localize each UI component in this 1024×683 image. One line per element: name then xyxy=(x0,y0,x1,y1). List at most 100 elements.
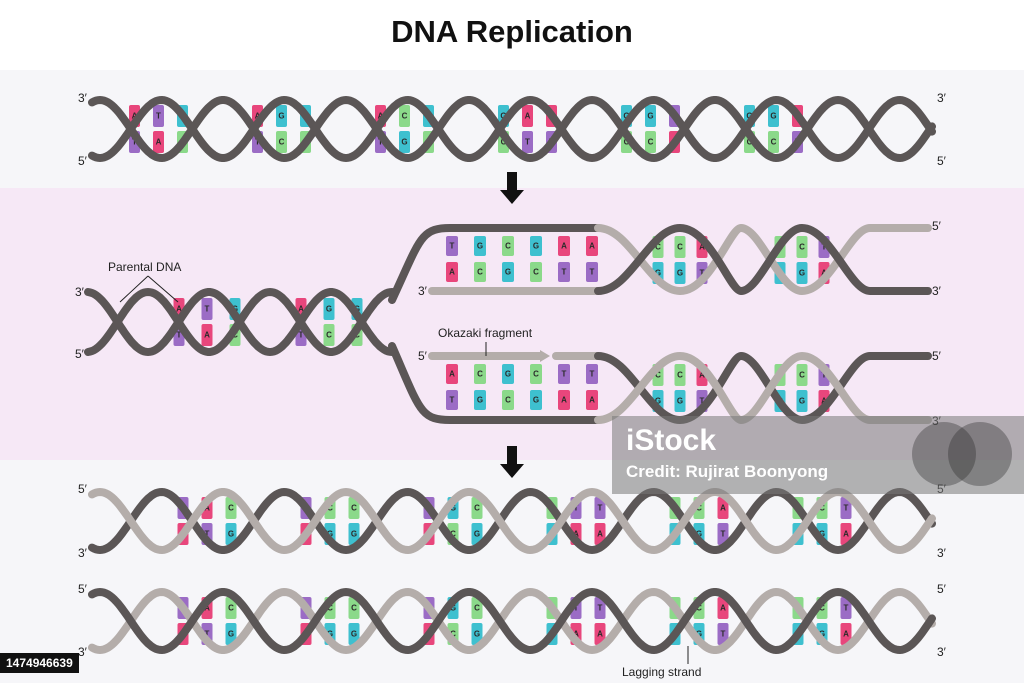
daughter-two-base-bottom-letter: G xyxy=(327,630,333,639)
fork-upper-new-base-block xyxy=(474,236,486,256)
stock-id-badge: 1474946639 xyxy=(0,653,79,673)
fork-upper-helix-base-top-letter: C xyxy=(799,243,805,252)
daughter-one-base-bottom-letter: G xyxy=(474,530,480,539)
fork-upper-new-base: C xyxy=(502,236,514,256)
fork-lower-helix-base-bottom-letter: G xyxy=(655,397,661,406)
daughter-one-base-top: A xyxy=(717,497,729,519)
parent-base-bottom: G xyxy=(399,131,410,153)
fork-upper-parental-arm xyxy=(388,224,602,304)
fork-lower-template-base-block xyxy=(586,390,598,410)
parent-base-top: C xyxy=(399,105,410,127)
parent-base-top: G xyxy=(768,105,779,127)
parent-base-top-block xyxy=(522,105,533,127)
fork-parent-base-bottom-letter: T xyxy=(177,331,182,340)
parent-base-bottom-letter: C xyxy=(648,138,654,147)
fork-lower-new-base: G xyxy=(502,364,514,384)
daughter-one-base-bottom: G xyxy=(348,523,360,545)
daughter-two-base-top-letter: A xyxy=(720,604,726,613)
daughter-one-base-top: T xyxy=(594,497,606,519)
daughter-two-base-bottom-letter: G xyxy=(474,630,480,639)
daughter-one-base-bottom-letter: G xyxy=(228,530,234,539)
daughter-two-base-bottom-block xyxy=(225,623,237,645)
daughter-one-base-top-letter: A xyxy=(204,504,210,513)
parent-base-top-block xyxy=(276,105,287,127)
fork-lower-new-base-block xyxy=(474,364,486,384)
fork-parent-base-top-block xyxy=(201,298,213,320)
daughter-two-base-bottom-letter: A xyxy=(573,630,579,639)
arrow-down-icon xyxy=(500,446,524,478)
fork-upper-helix-base-top-letter: C xyxy=(677,243,683,252)
daughter-two-base-top-block xyxy=(594,597,606,619)
fork-lower-new-base: C xyxy=(530,364,542,384)
fork-lower-template-base-block xyxy=(474,390,486,410)
daughter-one-base-bottom-block xyxy=(594,523,606,545)
label-5prime: 5′ xyxy=(78,154,88,168)
fork-upper-template-base: C xyxy=(530,262,542,282)
fork-parent-base-top-letter: A xyxy=(176,305,182,314)
daughter-one-base-top-letter: C xyxy=(351,504,357,513)
fork-upper-helix-old xyxy=(594,223,932,296)
daughter-two-base-bottom-block xyxy=(840,623,852,645)
daughter-one-base-top-letter: C xyxy=(696,504,702,513)
label-5prime: 5′ xyxy=(78,482,88,496)
parent-base-bottom-block xyxy=(522,131,533,153)
fork-upper-template-base-block xyxy=(502,262,514,282)
parent-base-top: G xyxy=(645,105,656,127)
fork-lower-helix-base-top-block xyxy=(674,364,686,386)
daughter-two-base-top: C xyxy=(225,597,237,619)
daughter-one-base-bottom-letter: A xyxy=(573,530,579,539)
parent-base-bottom-block xyxy=(399,131,410,153)
parent-base-top-letter: G xyxy=(278,112,284,121)
fork-lower-helix-base-top-letter: C xyxy=(799,371,805,380)
fork-parent-base-top-block xyxy=(323,298,335,320)
parent-base-top-block xyxy=(645,105,656,127)
parent-base-top-letter: A xyxy=(378,112,384,121)
fork-lower-new-base-block xyxy=(558,364,570,384)
daughter-one-base-top-block xyxy=(717,497,729,519)
parent-base-bottom: C xyxy=(276,131,287,153)
daughter-two-base-top-letter: G xyxy=(450,604,456,613)
parent-base-bottom-letter: T xyxy=(255,138,260,147)
watermark-circle xyxy=(912,422,976,486)
fork-lower-template-base: A xyxy=(558,390,570,410)
daughter-two-base-top-letter: C xyxy=(228,604,234,613)
fork-parent-base-bottom-block xyxy=(201,324,213,346)
daughter-two-base-top-block xyxy=(717,597,729,619)
daughter-one-base-top: C xyxy=(225,497,237,519)
parental-dna-pointer xyxy=(119,275,179,303)
daughter-one-base-top-letter: T xyxy=(598,504,603,513)
label-3prime: 3′ xyxy=(75,285,85,299)
fork-upper-template-base-letter: C xyxy=(477,268,483,277)
fork-upper-template-base: A xyxy=(446,262,458,282)
daughter-two-base-top: A xyxy=(717,597,729,619)
fork-lower-new-base-block xyxy=(530,364,542,384)
daughter-one-base-bottom-letter: T xyxy=(721,530,726,539)
parent-strand-top xyxy=(88,95,936,163)
fork-lower-new-base-letter: C xyxy=(533,370,539,379)
fork-upper-template-base-block xyxy=(558,262,570,282)
parent-base-top-letter: G xyxy=(623,112,629,121)
fork-lower-template-base: G xyxy=(474,390,486,410)
fork-parent-base-top: T xyxy=(201,298,213,320)
parent-base-top-letter: C xyxy=(402,112,408,121)
daughter-one-base-top-letter: T xyxy=(574,504,579,513)
fork-upper-helix-base-top-letter: A xyxy=(699,243,705,252)
fork-lower-parental-arm xyxy=(388,342,602,424)
daughter-two-strand-a xyxy=(88,587,936,655)
daughter-one-base-bottom-letter: G xyxy=(819,530,825,539)
istock-watermark: iStock Credit: Rujirat Boonyong xyxy=(612,416,1024,494)
fork-lower-helix-base-top-letter: T xyxy=(822,371,827,380)
fork-upper-helix-base-bottom: G xyxy=(674,262,686,284)
fork-upper-new-base: A xyxy=(558,236,570,256)
fork-lower-new-base: C xyxy=(474,364,486,384)
fork-lower-new-base-block xyxy=(502,364,514,384)
parent-base-bottom-letter: C xyxy=(624,138,630,147)
fork-parent-base-bottom: C xyxy=(323,324,335,346)
daughter-two-base-bottom-letter: T xyxy=(205,630,210,639)
fork-upper-new-base-block xyxy=(502,236,514,256)
daughter-two-base-bottom-letter: A xyxy=(843,630,849,639)
daughter-one-base-top-block xyxy=(594,497,606,519)
daughter-one-base-top-letter: C xyxy=(819,504,825,513)
fork-upper-new-base: G xyxy=(474,236,486,256)
fork-upper-template-base-letter: G xyxy=(505,268,511,277)
